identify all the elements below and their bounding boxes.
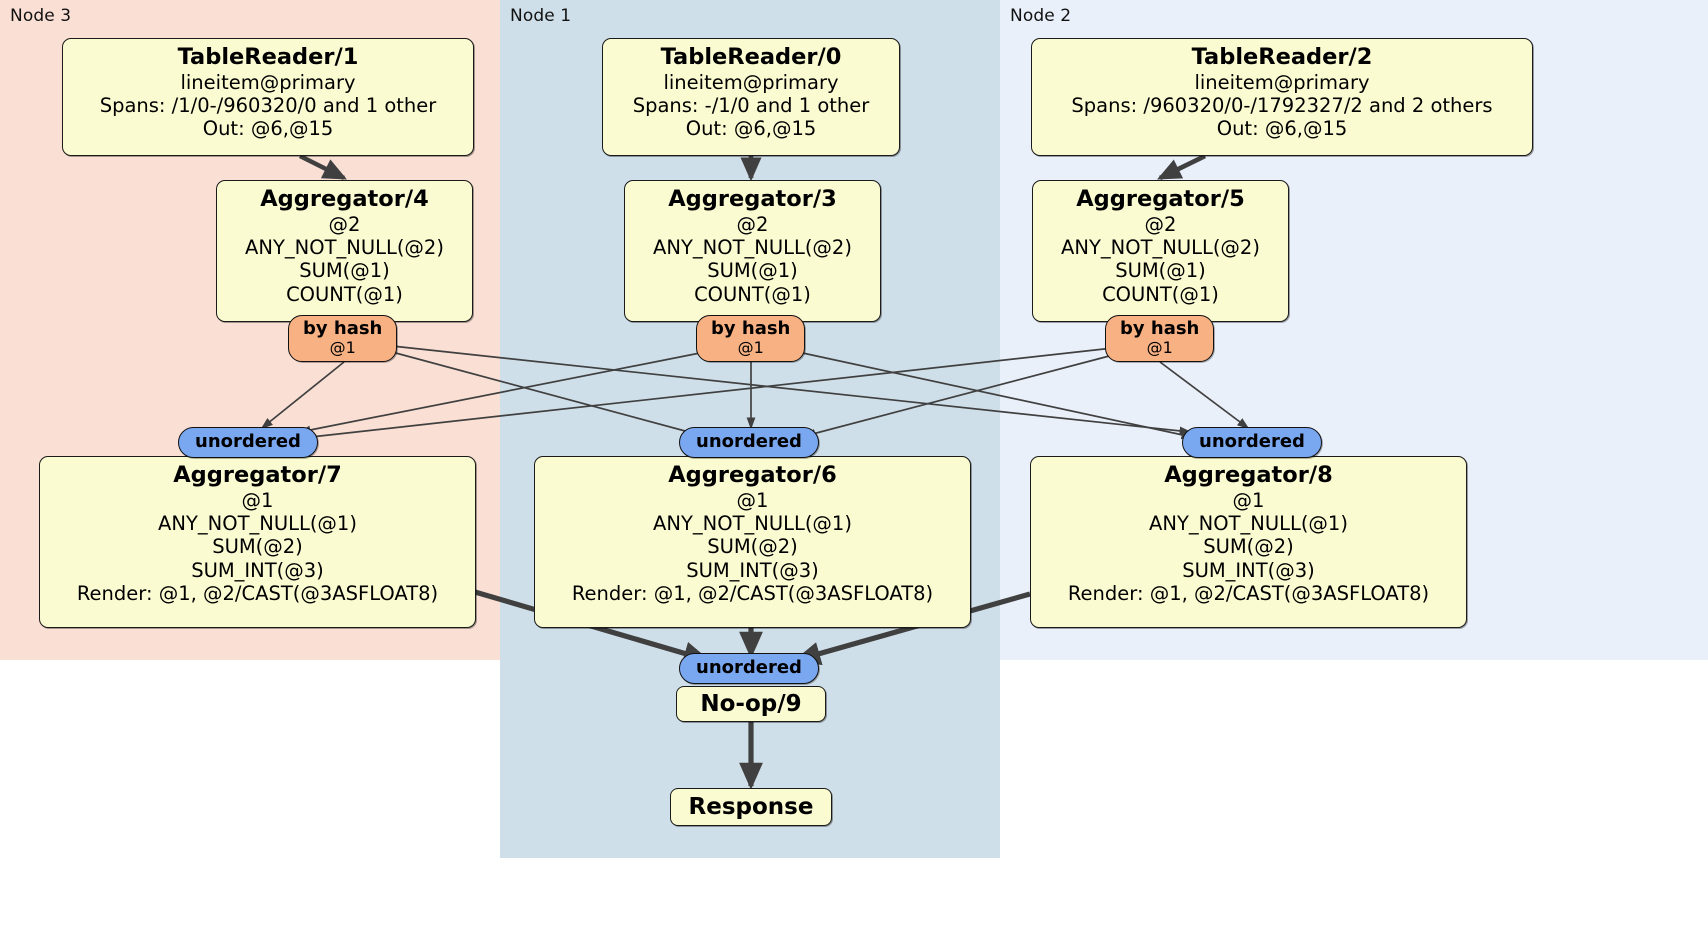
processor-box-aggregator-5[interactable]: Aggregator/5 @2 ANY_NOT_NULL(@2) SUM(@1)… <box>1032 180 1289 322</box>
aggregator-7-render: Render: @1, @2/CAST(@3ASFLOAT8) <box>76 582 439 606</box>
processor-box-tablereader-0[interactable]: TableReader/0 lineitem@primary Spans: -/… <box>602 38 900 156</box>
aggregator-4-func-3: COUNT(@1) <box>286 282 403 306</box>
input-sync-unordered-agg8[interactable]: unordered <box>1182 427 1322 458</box>
aggregator-4-func-1: ANY_NOT_NULL(@2) <box>245 235 444 259</box>
processor-box-aggregator-3[interactable]: Aggregator/3 @2 ANY_NOT_NULL(@2) SUM(@1)… <box>624 180 881 322</box>
unordered-label-agg8: unordered <box>1199 431 1305 452</box>
tablereader-0-title: TableReader/0 <box>660 44 842 70</box>
aggregator-8-render: Render: @1, @2/CAST(@3ASFLOAT8) <box>1067 582 1430 606</box>
aggregator-5-func-2: SUM(@1) <box>1115 259 1206 283</box>
aggregator-8-func-3: SUM_INT(@3) <box>1182 558 1315 582</box>
processor-box-tablereader-1[interactable]: TableReader/1 lineitem@primary Spans: /1… <box>62 38 474 156</box>
processor-box-tablereader-2[interactable]: TableReader/2 lineitem@primary Spans: /9… <box>1031 38 1533 156</box>
aggregator-7-func-1: ANY_NOT_NULL(@1) <box>158 511 357 535</box>
aggregator-6-title: Aggregator/6 <box>668 462 837 488</box>
aggregator-3-group: @2 <box>736 212 769 236</box>
processor-box-aggregator-4[interactable]: Aggregator/4 @2 ANY_NOT_NULL(@2) SUM(@1)… <box>216 180 473 322</box>
unordered-label-agg7: unordered <box>195 431 301 452</box>
no-op-9-title: No-op/9 <box>700 691 802 717</box>
tablereader-2-table: lineitem@primary <box>1194 70 1370 94</box>
aggregator-3-func-3: COUNT(@1) <box>694 282 811 306</box>
tablereader-0-out: Out: @6,@15 <box>685 117 817 141</box>
input-sync-unordered-noop[interactable]: unordered <box>679 653 819 684</box>
unordered-label-noop: unordered <box>696 657 802 678</box>
input-sync-unordered-agg6[interactable]: unordered <box>679 427 819 458</box>
aggregator-3-func-2: SUM(@1) <box>707 259 798 283</box>
aggregator-5-group: @2 <box>1144 212 1177 236</box>
tablereader-2-title: TableReader/2 <box>1191 44 1373 70</box>
tablereader-2-spans: Spans: /960320/0-/1792327/2 and 2 others <box>1071 93 1493 117</box>
processor-box-response[interactable]: Response <box>670 788 832 826</box>
by-hash-key-agg4: @1 <box>329 337 356 357</box>
aggregator-6-group: @1 <box>736 488 769 512</box>
response-title: Response <box>688 794 814 820</box>
node-panel-label-node2: Node 2 <box>1010 6 1072 26</box>
by-hash-key-agg3: @1 <box>737 337 764 357</box>
aggregator-7-func-3: SUM_INT(@3) <box>191 558 324 582</box>
aggregator-8-func-1: ANY_NOT_NULL(@1) <box>1149 511 1348 535</box>
processor-box-no-op-9[interactable]: No-op/9 <box>676 686 826 722</box>
aggregator-8-func-2: SUM(@2) <box>1203 535 1294 559</box>
output-router-by-hash-agg3[interactable]: by hash @1 <box>696 315 806 363</box>
tablereader-1-table: lineitem@primary <box>180 70 356 94</box>
aggregator-8-group: @1 <box>1232 488 1265 512</box>
tablereader-1-spans: Spans: /1/0-/960320/0 and 1 other <box>99 93 437 117</box>
aggregator-5-func-3: COUNT(@1) <box>1102 282 1219 306</box>
processor-box-aggregator-7[interactable]: Aggregator/7 @1 ANY_NOT_NULL(@1) SUM(@2)… <box>39 456 476 628</box>
node-panel-label-node3: Node 3 <box>10 6 72 26</box>
tablereader-0-table: lineitem@primary <box>663 70 839 94</box>
output-router-by-hash-agg5[interactable]: by hash @1 <box>1105 315 1215 363</box>
by-hash-key-agg5: @1 <box>1146 337 1173 357</box>
aggregator-3-func-1: ANY_NOT_NULL(@2) <box>653 235 852 259</box>
aggregator-3-title: Aggregator/3 <box>668 186 837 212</box>
aggregator-4-func-2: SUM(@1) <box>299 259 390 283</box>
aggregator-6-func-3: SUM_INT(@3) <box>686 558 819 582</box>
output-router-by-hash-agg4[interactable]: by hash @1 <box>288 315 398 363</box>
tablereader-2-out: Out: @6,@15 <box>1216 117 1348 141</box>
aggregator-7-func-2: SUM(@2) <box>212 535 303 559</box>
aggregator-6-render: Render: @1, @2/CAST(@3ASFLOAT8) <box>571 582 934 606</box>
aggregator-6-func-1: ANY_NOT_NULL(@1) <box>653 511 852 535</box>
aggregator-5-func-1: ANY_NOT_NULL(@2) <box>1061 235 1260 259</box>
unordered-label-agg6: unordered <box>696 431 802 452</box>
node-panel-label-node1: Node 1 <box>510 6 572 26</box>
aggregator-5-title: Aggregator/5 <box>1076 186 1245 212</box>
by-hash-label-agg3: by hash <box>711 318 791 339</box>
by-hash-label-agg5: by hash <box>1120 318 1200 339</box>
aggregator-6-func-2: SUM(@2) <box>707 535 798 559</box>
aggregator-7-group: @1 <box>241 488 274 512</box>
aggregator-8-title: Aggregator/8 <box>1164 462 1333 488</box>
tablereader-1-title: TableReader/1 <box>177 44 359 70</box>
processor-box-aggregator-6[interactable]: Aggregator/6 @1 ANY_NOT_NULL(@1) SUM(@2)… <box>534 456 971 628</box>
processor-box-aggregator-8[interactable]: Aggregator/8 @1 ANY_NOT_NULL(@1) SUM(@2)… <box>1030 456 1467 628</box>
aggregator-4-group: @2 <box>328 212 361 236</box>
tablereader-1-out: Out: @6,@15 <box>202 117 334 141</box>
aggregator-4-title: Aggregator/4 <box>260 186 429 212</box>
input-sync-unordered-agg7[interactable]: unordered <box>178 427 318 458</box>
tablereader-0-spans: Spans: -/1/0 and 1 other <box>632 93 870 117</box>
by-hash-label-agg4: by hash <box>303 318 383 339</box>
aggregator-7-title: Aggregator/7 <box>173 462 342 488</box>
